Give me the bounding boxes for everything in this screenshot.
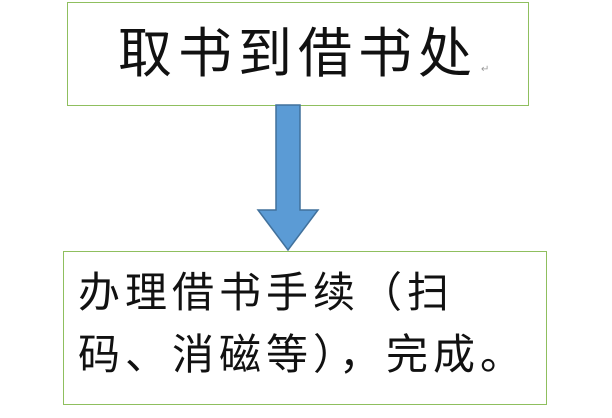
step-1-text: 取书到借书处	[118, 22, 478, 85]
paragraph-mark: ↵	[481, 64, 490, 75]
down-arrow-icon	[256, 104, 320, 252]
step-1-box: 取书到借书处	[67, 2, 529, 106]
step-2-text: 办理借书手续（扫码、消磁等），完成。	[78, 268, 528, 379]
down-arrow-shape	[256, 104, 320, 252]
step-2-box: 办理借书手续（扫码、消磁等），完成。	[63, 251, 547, 405]
